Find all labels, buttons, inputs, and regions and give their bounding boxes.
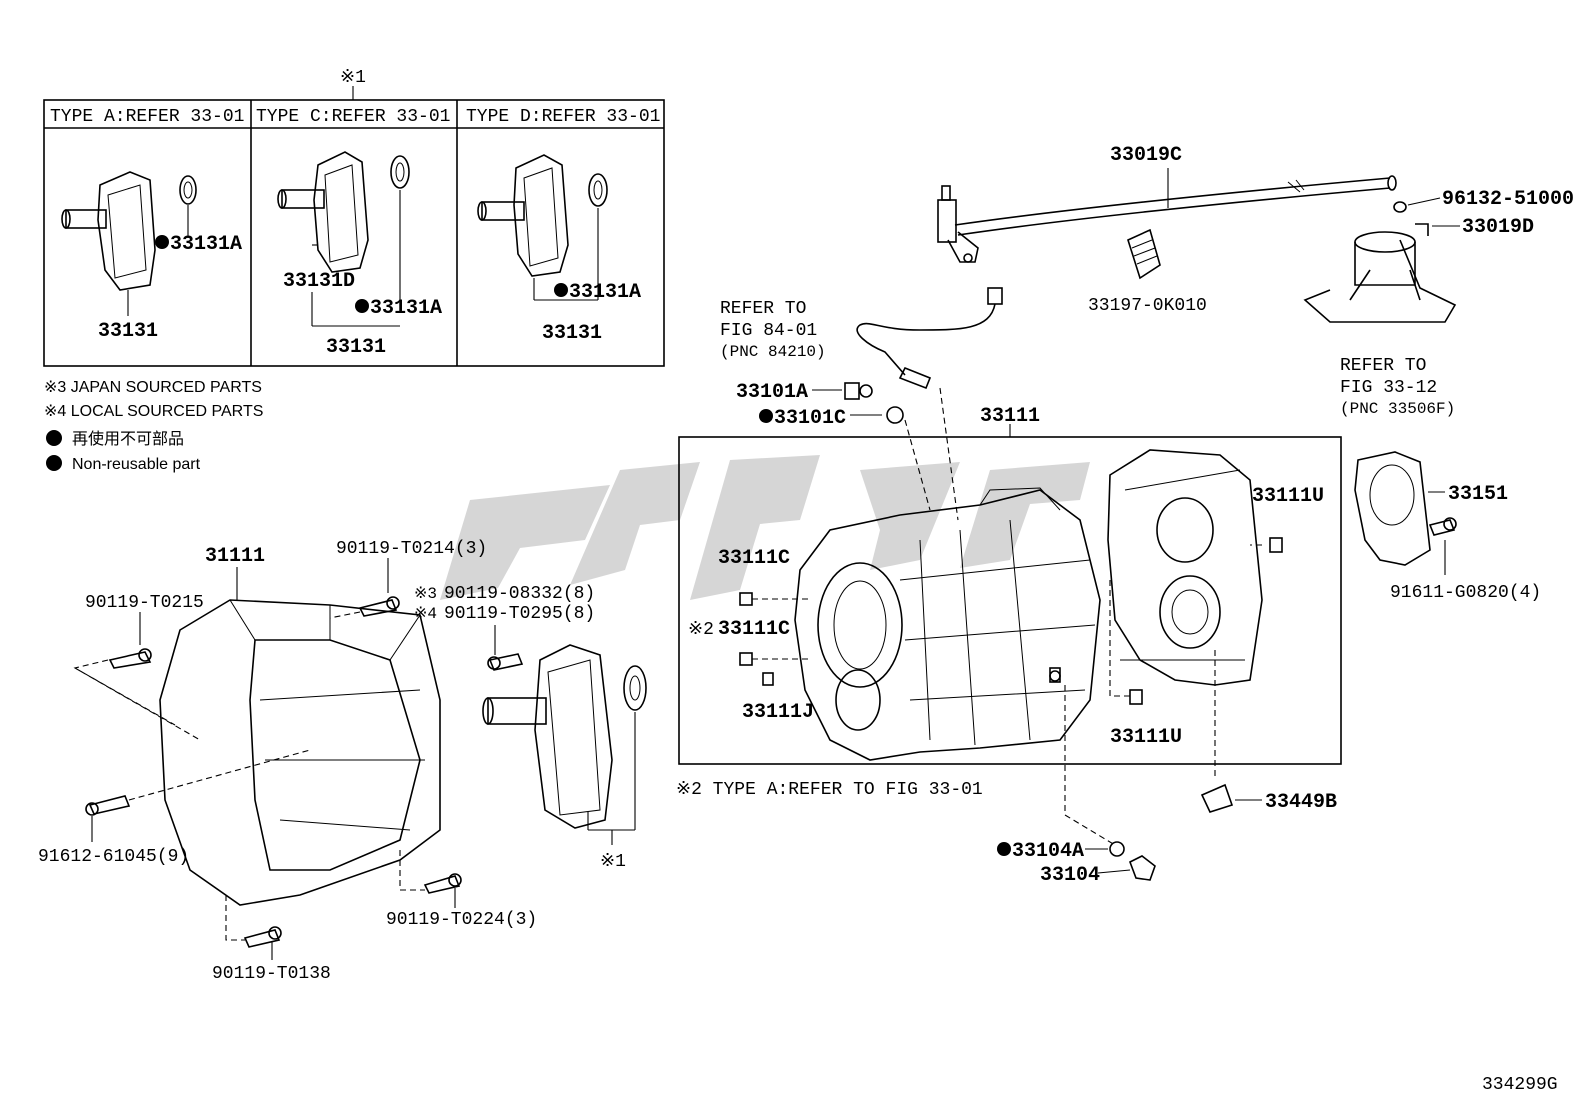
bolt-90119-T0295 bbox=[487, 625, 524, 671]
label-33104A: 33104A bbox=[1012, 840, 1084, 863]
pin-33111C-a bbox=[739, 592, 753, 606]
label-90119-T0138: 90119-T0138 bbox=[212, 964, 331, 984]
label-33111J: 33111J bbox=[742, 701, 814, 724]
pin-33111U-bot bbox=[1129, 689, 1143, 705]
refer-33-12-line2: FIG 33-12 bbox=[1340, 378, 1437, 398]
label-33151: 33151 bbox=[1448, 483, 1508, 506]
label-33111U-top: 33111U bbox=[1252, 485, 1324, 508]
type-d-retainer bbox=[477, 154, 608, 301]
case-group-frame bbox=[678, 436, 1342, 765]
type-d-header: TYPE D:REFER 33-01 bbox=[466, 107, 660, 127]
type-c-33131A: 33131A bbox=[370, 297, 442, 320]
label-33104: 33104 bbox=[1040, 864, 1100, 887]
bolt-90119-T0138 bbox=[225, 895, 282, 960]
label-91612: 91612-61045(9) bbox=[38, 847, 189, 867]
cover-33151 bbox=[1354, 451, 1457, 575]
front-bearing-retainer bbox=[482, 644, 647, 845]
label-33101C: 33101C bbox=[774, 407, 846, 430]
pin-33111J bbox=[762, 672, 774, 686]
label-33111C-b-mark: ※2 bbox=[688, 620, 714, 640]
label-31111: 31111 bbox=[205, 545, 265, 568]
extension-housing bbox=[1107, 449, 1263, 686]
label-33101A: 33101A bbox=[736, 381, 808, 404]
label-90119-08332: 90119-08332(8) bbox=[444, 584, 595, 604]
type-boxes bbox=[43, 99, 665, 367]
label-90119-T0224: 90119-T0224(3) bbox=[386, 910, 537, 930]
transmission-case bbox=[794, 487, 1101, 761]
mark-3: ※3 bbox=[414, 585, 437, 603]
label-33111C-b: 33111C bbox=[718, 618, 790, 641]
clutch-housing-31111 bbox=[159, 567, 441, 906]
type-c-retainer bbox=[277, 151, 410, 327]
type-c-33131: 33131 bbox=[326, 336, 386, 359]
label-33111: 33111 bbox=[980, 405, 1040, 428]
label-90119-T0295: 90119-T0295(8) bbox=[444, 604, 595, 624]
clip-33197 bbox=[1127, 228, 1161, 280]
breather-hose-assembly bbox=[937, 175, 1397, 263]
type-a-33131: 33131 bbox=[98, 320, 158, 343]
label-33019C: 33019C bbox=[1110, 144, 1182, 167]
bolt-90119-T0214 bbox=[329, 558, 400, 619]
breather-plug bbox=[812, 382, 931, 511]
legend-local: ※4 LOCAL SOURCED PARTS bbox=[44, 403, 263, 420]
legend-nonreusable-en: Non-reusable part bbox=[72, 456, 201, 473]
bottom-marker: ※1 bbox=[600, 852, 626, 872]
refer-84-01-line2: FIG 84-01 bbox=[720, 321, 817, 341]
mark-4: ※4 bbox=[414, 605, 437, 623]
type-d-33131A: 33131A bbox=[569, 281, 641, 304]
bolt-90119-T0224 bbox=[399, 850, 462, 908]
refer-33-12-line3: (PNC 33506F) bbox=[1340, 400, 1455, 418]
refer-84-01-line3: (PNC 84210) bbox=[720, 343, 826, 361]
type-a-header: TYPE A:REFER 33-01 bbox=[50, 107, 244, 127]
refer-84-01-line1: REFER TO bbox=[720, 299, 806, 319]
backup-light-switch bbox=[856, 287, 1003, 521]
label-33449B: 33449B bbox=[1265, 791, 1337, 814]
shift-lever-retainer bbox=[1303, 197, 1460, 323]
type-c-header: TYPE C:REFER 33-01 bbox=[256, 107, 450, 127]
type-a-33131A: 33131A bbox=[170, 233, 242, 256]
type-c-33131D: 33131D bbox=[283, 270, 355, 293]
clamp-33449B bbox=[1200, 650, 1262, 813]
label-33197: 33197-0K010 bbox=[1088, 296, 1207, 316]
bolt-91612 bbox=[85, 749, 311, 842]
bolt-90119-T0215 bbox=[73, 612, 201, 741]
pin-33111C-b bbox=[739, 652, 753, 666]
label-33111C-a: 33111C bbox=[718, 547, 790, 570]
pin-33111U-top bbox=[1269, 537, 1283, 553]
label-90119-T0215: 90119-T0215 bbox=[85, 593, 204, 613]
label-90119-T0214: 90119-T0214(3) bbox=[336, 539, 487, 559]
type-d-33131: 33131 bbox=[542, 322, 602, 345]
top-marker: ※1 bbox=[340, 68, 366, 88]
label-91611: 91611-G0820(4) bbox=[1390, 583, 1541, 603]
legend-japan: ※3 JAPAN SOURCED PARTS bbox=[44, 379, 262, 396]
label-33111U-bot: 33111U bbox=[1110, 726, 1182, 749]
type-a-retainer bbox=[61, 171, 197, 316]
note-type-a: ※2 TYPE A:REFER TO FIG 33-01 bbox=[676, 780, 983, 800]
watermark-logo bbox=[440, 455, 1090, 600]
drain-plug bbox=[1064, 685, 1156, 881]
refer-33-12-line1: REFER TO bbox=[1340, 356, 1426, 376]
diagram-id: 334299G bbox=[1482, 1075, 1558, 1095]
label-33019D: 33019D bbox=[1462, 216, 1534, 239]
label-96132: 96132-51000 bbox=[1442, 188, 1574, 211]
legend-nonreusable-jp: 再使用不可部品 bbox=[72, 430, 184, 448]
